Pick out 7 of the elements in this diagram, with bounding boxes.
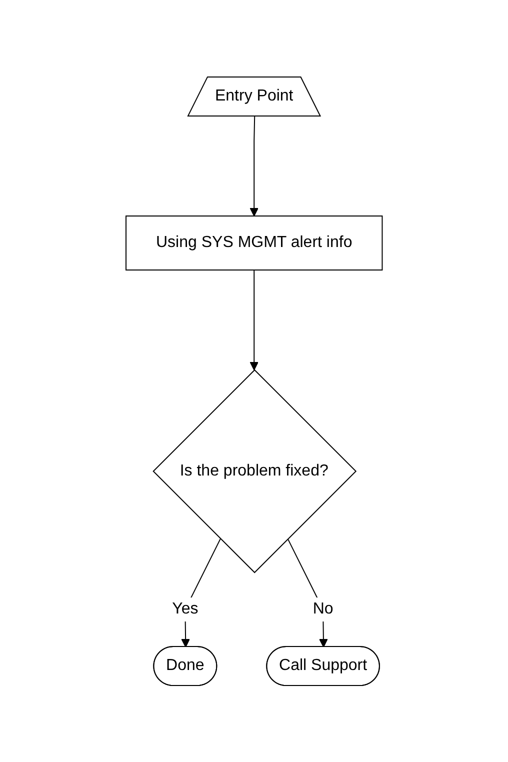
edge-label: Yes	[172, 600, 198, 618]
edge-label: No	[312, 600, 334, 618]
node-box: Using SYS MGMT alert info	[125, 215, 383, 270]
arrow	[250, 269, 258, 370]
node-diamond: Is the problem fixed?	[152, 369, 356, 573]
arrow	[250, 116, 258, 216]
arrow	[287, 538, 328, 648]
